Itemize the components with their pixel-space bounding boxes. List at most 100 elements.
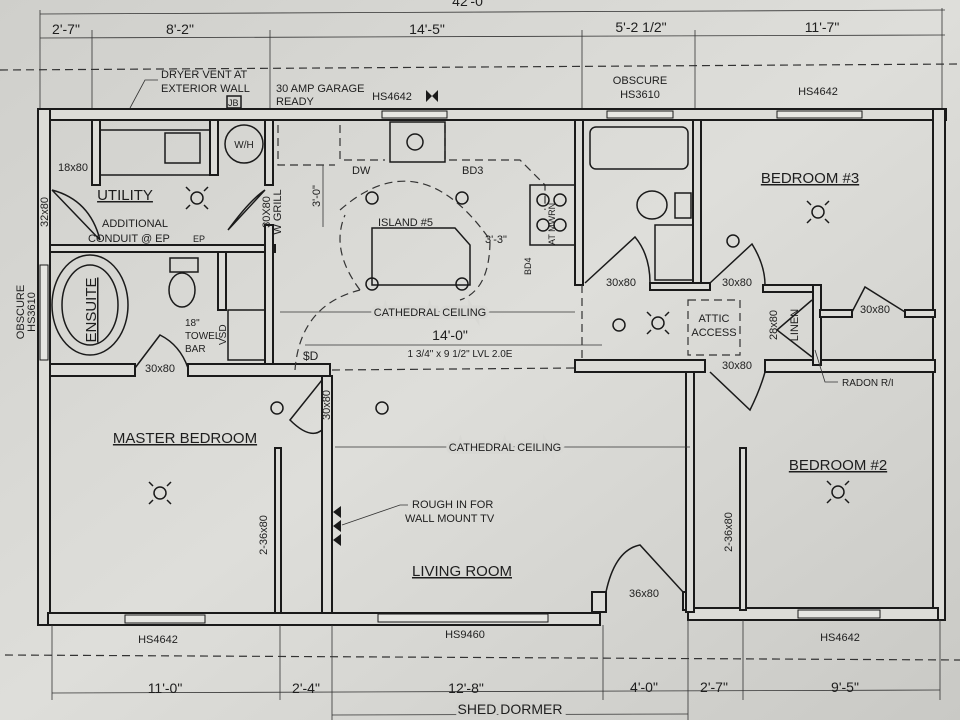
door-swing: [775, 299, 813, 358]
door-label: 30x80: [722, 277, 752, 289]
room-bedroom-2: BEDROOM #2: [789, 457, 887, 474]
kitchen-counter: [277, 125, 546, 210]
door-label: 2-36x80: [723, 512, 735, 552]
door-swing: [227, 189, 266, 231]
note-text: 30 AMP GARAGE: [276, 83, 364, 95]
dim-bottom-2: 2'-4": [292, 680, 320, 696]
note-text: AT MWRN: [547, 203, 557, 245]
door-label: 30x80: [722, 360, 752, 372]
note-text: ADDITIONAL: [102, 218, 168, 230]
door-label: 30x80: [860, 304, 890, 316]
sink-icon: [389, 121, 446, 163]
note-text: BD4: [523, 257, 533, 275]
light-fixtures: [148, 186, 850, 546]
beam-span-label: 14'-0": [432, 327, 468, 343]
room-labels: UTILITY ENSUITE MASTER BEDROOM LIVING RO…: [83, 170, 887, 580]
top-dimensions: 42'-0" 2'-7" 8'-2" 14'-5" 5'-2 1/2" 11'-…: [0, 0, 960, 110]
room-bedroom-3: BEDROOM #3: [761, 170, 859, 187]
attic-label-2: ACCESS: [691, 327, 736, 339]
dim-overall: 42'-0": [452, 0, 488, 9]
ensuite-vanity-icon: [227, 309, 266, 361]
ceiling-light-icon: [806, 200, 830, 224]
note-text: BAR: [185, 344, 206, 355]
note-text: WALL MOUNT TV: [405, 513, 495, 525]
window-label: HS4642: [820, 632, 860, 644]
note-text: CONDUIT @ EP: [88, 233, 170, 245]
door-swing: [709, 371, 766, 412]
ceiling-light-icon: [148, 481, 172, 505]
tv-outlet-icon: [333, 506, 341, 546]
door-label: 32x80: [39, 197, 51, 227]
washer-dryer: [164, 132, 201, 164]
ceiling-light-icon: [646, 311, 670, 335]
dim-label: 3'-0": [311, 185, 323, 207]
island-icon: [371, 227, 471, 286]
note-text: VSD: [218, 324, 229, 345]
note-text: CATHEDRAL CEILING: [449, 442, 561, 454]
window-label: HS4642: [372, 91, 412, 103]
fixtures: [51, 121, 741, 371]
dim-bottom-5: 2'-7": [700, 679, 728, 695]
note-text: DW: [352, 165, 371, 177]
attic-label-1: ATTIC: [699, 313, 730, 325]
note-text: ROUGH IN FOR: [412, 499, 493, 511]
note-text: DRYER VENT AT: [161, 69, 247, 81]
dim-bottom-1: 11'-0": [148, 680, 183, 696]
note-text: READY: [276, 96, 315, 108]
dim-bottom-4: 4'-0": [630, 679, 658, 695]
door-swing: [584, 235, 651, 284]
shed-dormer-label: SHED DORMER: [457, 701, 562, 717]
note-text: CATHEDRAL CEILING: [374, 307, 486, 319]
door-label: 2-36x80: [258, 515, 270, 555]
dim-bottom-6: 9'-5": [831, 679, 859, 695]
note-text: BD3: [462, 165, 483, 177]
window-label: HS3610: [26, 292, 38, 332]
dim-label: 3'-3": [485, 234, 507, 246]
door-label: 30x80: [606, 277, 636, 289]
door-swing: [709, 242, 766, 286]
led-light-icon: [455, 191, 469, 205]
vanity-icon: [654, 224, 694, 281]
room-master-bedroom: MASTER BEDROOM: [113, 430, 257, 447]
switch-label: $D: [303, 349, 319, 363]
room-utility: UTILITY: [97, 187, 153, 204]
window-label: HS4642: [138, 634, 178, 646]
bathtub-icon: [589, 126, 689, 170]
window-label: HS4642: [798, 86, 838, 98]
dim-top-2: 8'-2": [166, 21, 194, 37]
dim-bottom-3: 12'-8": [448, 680, 484, 696]
smoke-detector-icon: [270, 401, 284, 415]
dim-top-4: 5'-2 1/2": [615, 19, 666, 35]
door-label: 30x80: [145, 363, 175, 375]
room-linen: LINEN: [789, 309, 801, 341]
water-heater-icon: [224, 124, 264, 164]
window-label: OBSCURE: [15, 285, 27, 339]
door-label: 30X80: [261, 196, 273, 228]
dim-top-5: 11'-7": [805, 19, 840, 35]
beam-line: [331, 367, 576, 371]
ceiling-light-icon: [826, 480, 850, 504]
attic-access-hatch: [687, 299, 741, 356]
door-label: 36x80: [629, 588, 659, 600]
ceiling-light-icon: [185, 186, 209, 210]
door-swing: [51, 189, 101, 241]
leader-line: [341, 504, 408, 526]
ensuite-toilet-icon: [168, 272, 196, 308]
bowtie-marker-icon: [426, 90, 438, 102]
ensuite-tub-icon: [51, 254, 129, 356]
dim-top-1: 2'-7": [52, 21, 80, 37]
led-light-icon: [455, 277, 469, 291]
window-labels: HS4642 OBSCURE HS3610 HS4642 OBSCURE HS3…: [15, 75, 860, 646]
note-text: 18": [185, 318, 200, 329]
led-light-icon: [365, 191, 379, 205]
bottom-dimensions: 11'-0" 2'-4" 12'-8" 4'-0" 2'-7" 9'-5" SH…: [4, 620, 960, 720]
door-label: W GRILL: [272, 189, 284, 234]
door-swing: [288, 379, 323, 435]
door-label: 30x80: [321, 390, 333, 420]
water-heater-label: W/H: [234, 140, 253, 151]
door-labels: 18x80 32x80 30X80 W GRILL 30x80 30x80 30…: [39, 162, 890, 600]
note-text: ISLAND #5: [378, 217, 433, 229]
note-text: RADON R/I: [842, 378, 894, 389]
door-swings: [51, 189, 906, 593]
